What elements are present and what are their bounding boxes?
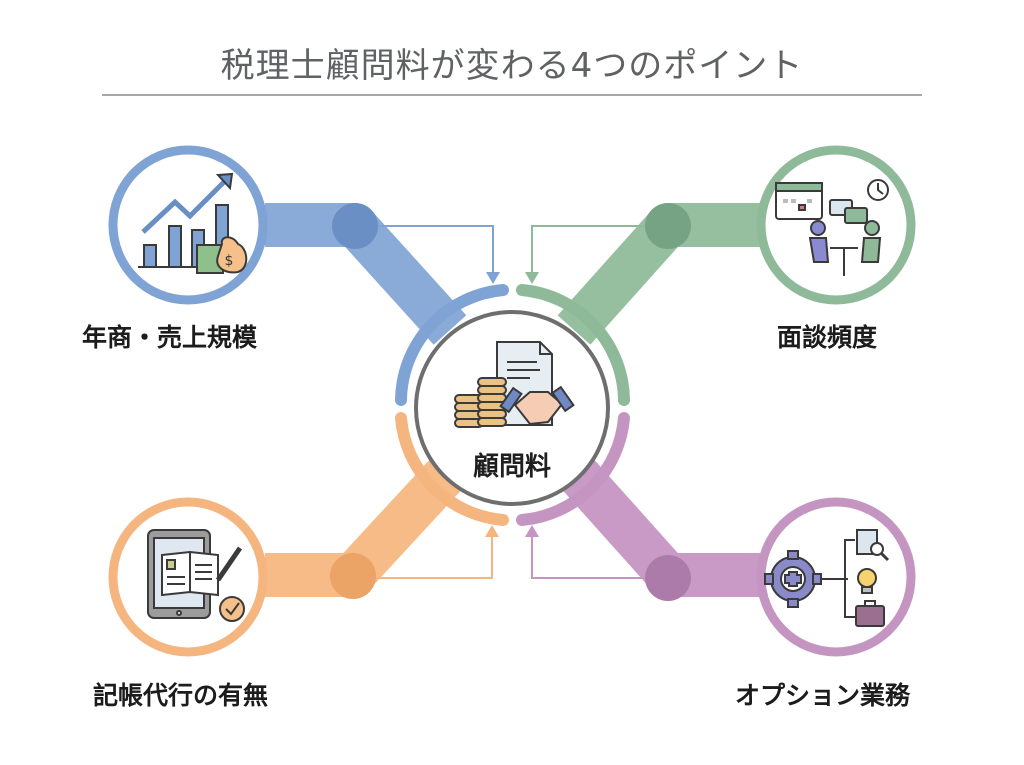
factor-label-options: オプション業務 xyxy=(735,681,911,710)
growth-chart-moneybag-icon: $ xyxy=(138,172,248,274)
arc-meeting xyxy=(516,284,630,406)
factor-circle-revenue xyxy=(108,145,268,305)
connector-meeting xyxy=(525,203,760,345)
factor-label-revenue: 年商・売上規模 xyxy=(82,323,258,352)
diagram-title: 税理士顧問料が変わる4つのポイント xyxy=(220,46,804,86)
connector-joint-bookkeeping xyxy=(330,553,376,599)
arc-bookkeeping xyxy=(395,412,509,526)
connector-joint-revenue xyxy=(332,203,378,249)
arc-options xyxy=(516,412,630,526)
svg-text:$: $ xyxy=(225,253,234,269)
connector-bookkeeping xyxy=(265,455,499,599)
connector-joint-meeting xyxy=(645,203,691,249)
tablet-ledger-icon xyxy=(147,529,245,622)
center-label: 顧問料 xyxy=(472,452,551,482)
meeting-calendar-icon xyxy=(775,179,889,276)
center-arc-ring xyxy=(395,284,630,526)
contract-handshake-coins-icon xyxy=(454,341,575,428)
arrow-up-icon xyxy=(525,525,539,537)
gear-options-icon xyxy=(764,529,890,627)
connector-joint-options xyxy=(645,555,691,601)
arc-revenue xyxy=(395,284,509,406)
connector-revenue xyxy=(265,203,500,345)
factor-label-bookkeeping: 記帳代行の有無 xyxy=(93,681,269,710)
arrow-down-icon xyxy=(486,272,500,284)
arrow-down-icon xyxy=(525,272,539,284)
factor-label-meeting: 面談頻度 xyxy=(777,323,878,352)
factor-circle-meeting xyxy=(756,145,916,305)
connector-options xyxy=(525,455,760,601)
arrow-up-icon xyxy=(485,525,499,537)
title-divider xyxy=(102,94,922,96)
